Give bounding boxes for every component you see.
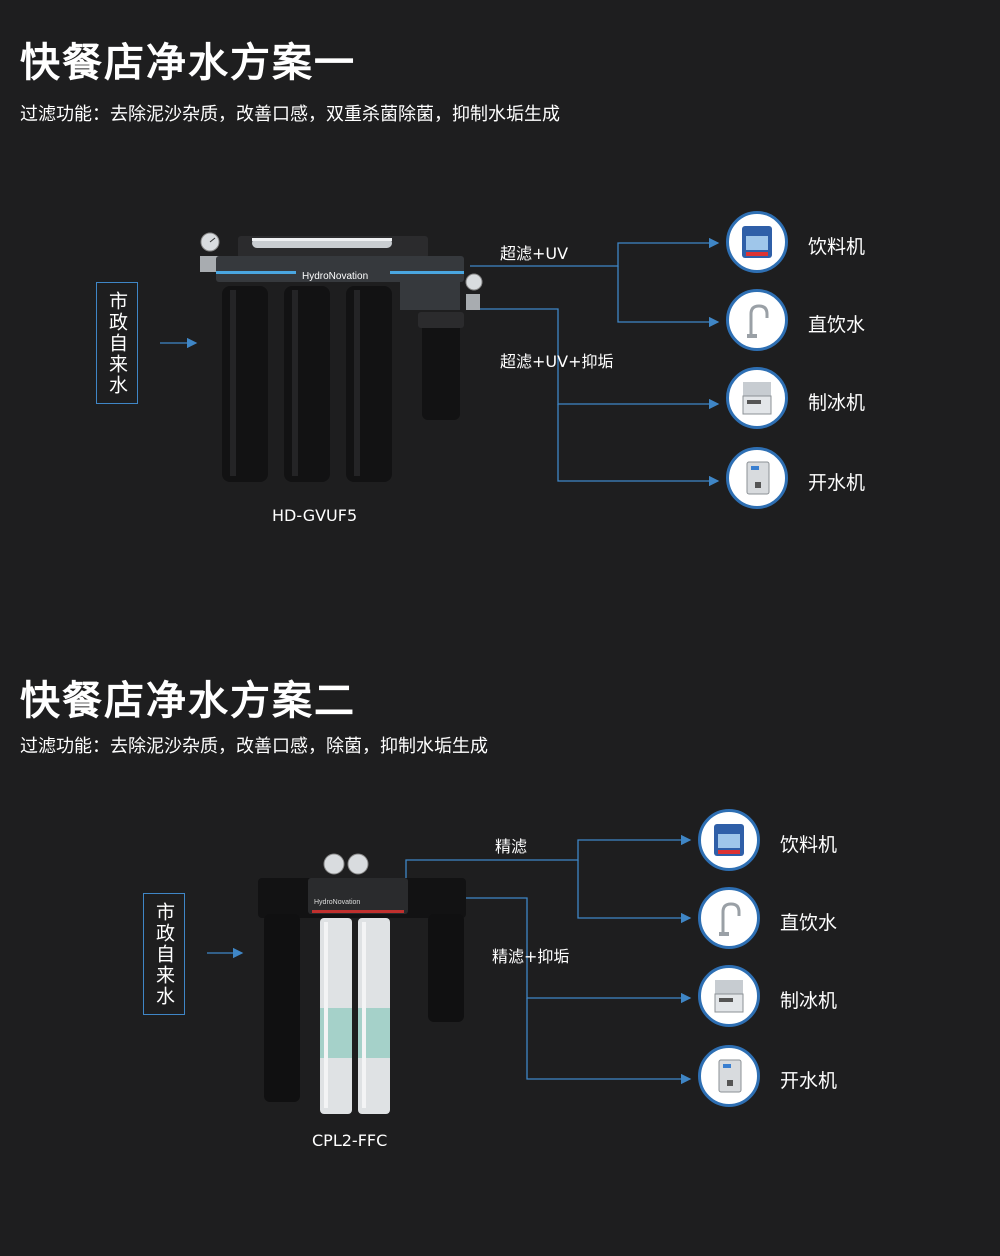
scheme-2-line-b-label: 精滤+抑垢 <box>492 947 570 966</box>
scheme-1-subtitle: 过滤功能：去除泥沙杂质，改善口感，双重杀菌除菌，抑制水垢生成 <box>20 104 560 125</box>
scheme-2-faucet-icon <box>698 887 760 949</box>
scheme-2-device-label-1: 饮料机 <box>780 834 838 856</box>
scheme-1-device-label-3: 制冰机 <box>808 392 866 414</box>
scheme-1-product-image: HydroNovation <box>200 232 483 482</box>
scheme-1-drink-machine-icon <box>726 211 788 273</box>
scheme-1-product-brand: HydroNovation <box>302 271 368 282</box>
scheme-2-pressure-gauge-icon-2 <box>347 853 369 875</box>
scheme-2-device-label-2: 直饮水 <box>780 912 838 934</box>
scheme-1-water-boiler-icon <box>726 447 788 509</box>
scheme-1-ice-machine-icon <box>726 367 788 429</box>
scheme-2-product-image: HydroNovation <box>258 853 466 1114</box>
scheme-1-device-label-2: 直饮水 <box>808 314 866 336</box>
scheme-2-device-label-4: 开水机 <box>780 1070 838 1092</box>
scheme-2-ice-machine-icon <box>698 965 760 1027</box>
scheme-1-section: 快餐店净水方案一 过滤功能：去除泥沙杂质，改善口感，双重杀菌除菌，抑制水垢生成 … <box>0 0 1000 600</box>
scheme-2-subtitle: 过滤功能：去除泥沙杂质，改善口感，除菌，抑制水垢生成 <box>20 736 488 757</box>
scheme-1-flow-lines <box>160 237 720 487</box>
scheme-2-product-brand: HydroNovation <box>314 899 360 906</box>
scheme-1-line-a <box>470 237 720 267</box>
scheme-1-title: 快餐店净水方案一 <box>20 40 356 86</box>
scheme-1-line-a2 <box>617 266 720 328</box>
scheme-2-source-box: 市政自来水 <box>143 893 185 1015</box>
scheme-1-line-b <box>480 308 720 410</box>
scheme-1-line-b-label: 超滤+UV+抑垢 <box>500 352 614 371</box>
scheme-1-line-a-label: 超滤+UV <box>500 244 569 263</box>
scheme-1-device-label-1: 饮料机 <box>808 236 866 258</box>
scheme-2-section: 快餐店净水方案二 过滤功能：去除泥沙杂质，改善口感，除菌，抑制水垢生成 市政自来… <box>0 640 1000 1256</box>
scheme-1-faucet-icon <box>726 289 788 351</box>
scheme-2-model-label: CPL2-FFC <box>312 1131 388 1150</box>
scheme-2-line-b2 <box>526 998 692 1085</box>
scheme-2-line-a2 <box>577 860 692 924</box>
scheme-1-line-b2 <box>557 404 720 487</box>
scheme-1-device-label-4: 开水机 <box>808 472 866 494</box>
scheme-1-source-box: 市政自来水 <box>96 282 138 404</box>
scheme-1-model-label: HD-GVUF5 <box>272 506 358 525</box>
scheme-2-flow-lines <box>207 834 692 1085</box>
scheme-2-drink-machine-icon <box>698 809 760 871</box>
scheme-2-device-label-3: 制冰机 <box>780 990 838 1012</box>
scheme-2-line-a-label: 精滤 <box>495 837 528 856</box>
scheme-2-line-b <box>465 897 692 1004</box>
scheme-2-pressure-gauge-icon <box>323 853 345 875</box>
scheme-2-title: 快餐店净水方案二 <box>20 678 356 724</box>
scheme-2-water-boiler-icon <box>698 1045 760 1107</box>
scheme-1-right-gauge-icon <box>465 273 483 291</box>
